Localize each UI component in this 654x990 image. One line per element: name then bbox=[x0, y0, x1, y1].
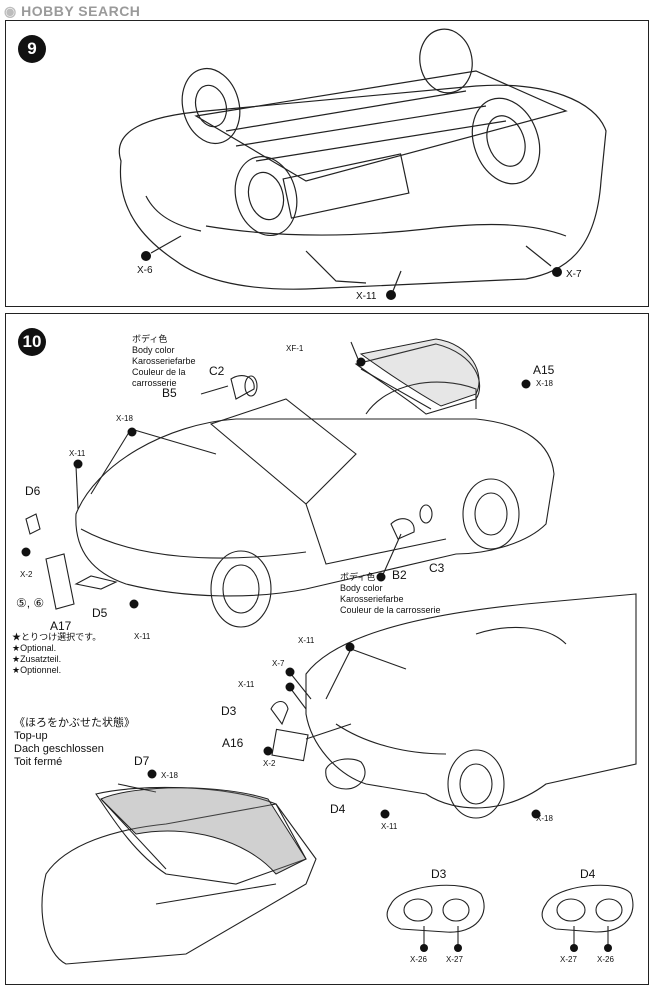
car-assembly-drawing bbox=[21, 338, 637, 965]
step-10-panel: 10 bbox=[5, 313, 649, 985]
part-x-2-b: X-2 bbox=[263, 759, 276, 768]
note-line: Top-up bbox=[14, 730, 48, 742]
part-x-7-label: X-7 bbox=[566, 269, 582, 280]
part-d6: D6 bbox=[25, 484, 41, 498]
part-x-26-a: X-26 bbox=[410, 955, 427, 964]
note-line: ★Optionnel. bbox=[12, 665, 62, 675]
watermark-text: HOBBY SEARCH bbox=[21, 3, 141, 19]
part-x-27-a: X-27 bbox=[446, 955, 463, 964]
optional-note: ★とりつけ選択です。 ★Optional. ★Zusatzteil. ★Opti… bbox=[12, 632, 101, 676]
part-c3: C3 bbox=[429, 561, 445, 575]
closed-top-note: 《ほろをかぶせた状態》 Top-up Dach geschlossen Toit… bbox=[14, 717, 135, 769]
watermark: ◉ HOBBY SEARCH bbox=[4, 3, 140, 20]
note-line: Toit fermé bbox=[14, 756, 63, 768]
part-d3-b: D3 bbox=[431, 867, 447, 881]
note-line: carrosserie bbox=[132, 378, 177, 388]
part-x-18-a: X-18 bbox=[536, 379, 553, 388]
part-x-11-b: X-11 bbox=[134, 632, 151, 641]
note-line: Body color bbox=[340, 583, 383, 593]
note-line: Couleur de la bbox=[132, 367, 186, 377]
part-x-26-b: X-26 bbox=[597, 955, 614, 964]
part-d4-b: D4 bbox=[580, 867, 596, 881]
part-x-11-e: X-11 bbox=[381, 822, 398, 831]
part-x-2-a: X-2 bbox=[20, 570, 33, 579]
note-line: Couleur de la carrosserie bbox=[340, 605, 441, 615]
part-x-11-a: X-11 bbox=[69, 449, 86, 458]
part-x-18-d: X-18 bbox=[161, 771, 178, 780]
part-a16: A16 bbox=[222, 736, 244, 750]
part-d3-a: D3 bbox=[221, 704, 237, 718]
part-b2: B2 bbox=[392, 568, 407, 582]
part-x-27-b: X-27 bbox=[560, 955, 577, 964]
part-x-7: X-7 bbox=[272, 659, 285, 668]
note-line: Dach geschlossen bbox=[14, 743, 104, 755]
car-underside-drawing bbox=[118, 28, 607, 300]
note-line: ★Optional. bbox=[12, 643, 57, 653]
note-line: Body color bbox=[132, 345, 175, 355]
body-color-note-1: ボディ色 Body color Karosseriefarbe Couleur … bbox=[132, 334, 196, 389]
note-line: Karosseriefarbe bbox=[132, 356, 196, 366]
step-9-badge: 9 bbox=[18, 35, 46, 63]
note-line: ★とりつけ選択です。 bbox=[12, 632, 102, 642]
note-line: ★Zusatzteil. bbox=[12, 654, 62, 664]
part-x-18-b: X-18 bbox=[116, 414, 133, 423]
note-line: ボディ色 bbox=[132, 334, 168, 344]
note-line: ボディ色 bbox=[340, 572, 376, 582]
part-xf-1: XF-1 bbox=[286, 344, 304, 353]
hobby-search-logo-icon: ◉ bbox=[4, 3, 17, 19]
part-x-18-c: X-18 bbox=[536, 814, 553, 823]
step-10-badge: 10 bbox=[18, 328, 46, 356]
part-x-11-c: X-11 bbox=[298, 636, 315, 645]
part-nums: ⑤, ⑥ bbox=[16, 596, 45, 610]
part-x-11-d: X-11 bbox=[238, 680, 255, 689]
note-line: Karosseriefarbe bbox=[340, 594, 404, 604]
part-d4-a: D4 bbox=[330, 802, 346, 816]
part-d5: D5 bbox=[92, 606, 108, 620]
part-b5: B5 bbox=[162, 386, 177, 400]
part-a17: A17 bbox=[50, 619, 72, 633]
part-c2: C2 bbox=[209, 364, 225, 378]
part-x-6-label: X-6 bbox=[137, 265, 153, 276]
part-a15: A15 bbox=[533, 363, 555, 377]
part-x-11-label: X-11 bbox=[356, 291, 377, 302]
step-9-panel: 9 bbox=[5, 20, 649, 307]
part-d7: D7 bbox=[134, 754, 150, 768]
note-line: 《ほろをかぶせた状態》 bbox=[14, 717, 135, 729]
body-color-note-2: ボディ色 Body color Karosseriefarbe Couleur … bbox=[340, 572, 441, 616]
